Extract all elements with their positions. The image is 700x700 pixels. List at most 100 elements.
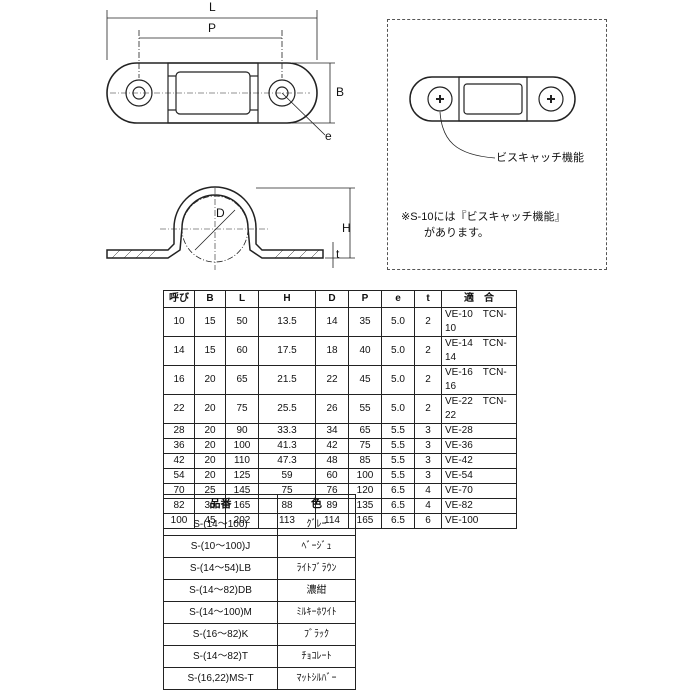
spec-cell: 14 xyxy=(315,307,349,337)
spec-cell: 25.5 xyxy=(258,394,316,424)
spec-cell: 35 xyxy=(348,307,382,337)
spec-cell: 75 xyxy=(225,394,259,424)
spec-cell: VE-14 TCN-14 xyxy=(441,336,517,366)
spec-cell: 5.5 xyxy=(381,423,415,439)
spec-cell: 3 xyxy=(414,423,442,439)
spec-cell: VE-42 xyxy=(441,453,517,469)
col-header-B: B xyxy=(194,290,226,308)
color-name-cell: ﾏｯﾄｼﾙﾊﾞｰ xyxy=(277,667,356,690)
spec-cell: 20 xyxy=(194,468,226,484)
spec-cell: 3 xyxy=(414,453,442,469)
spec-cell: 14 xyxy=(163,336,195,366)
spec-cell: 125 xyxy=(225,468,259,484)
spec-cell: 2 xyxy=(414,365,442,395)
spec-cell: 5.0 xyxy=(381,365,415,395)
spec-cell: 42 xyxy=(163,453,195,469)
spec-cell: 54 xyxy=(163,468,195,484)
spec-cell: 100 xyxy=(348,468,382,484)
spec-cell: 17.5 xyxy=(258,336,316,366)
dim-label-D: D xyxy=(216,206,225,220)
spec-cell: 15 xyxy=(194,307,226,337)
spec-cell: 60 xyxy=(315,468,349,484)
spec-cell: 2 xyxy=(414,394,442,424)
spec-cell: 2 xyxy=(414,336,442,366)
part-number-cell: S-(10～100)J xyxy=(163,535,278,558)
spec-cell: 5.5 xyxy=(381,453,415,469)
spec-cell: 21.5 xyxy=(258,365,316,395)
spec-cell: 60 xyxy=(225,336,259,366)
part-number-cell: S-(14～82)DB xyxy=(163,579,278,602)
color-name-cell: ﾍﾞｰｼﾞｭ xyxy=(277,535,356,558)
dim-label-e: e xyxy=(325,129,332,143)
spec-cell: 13.5 xyxy=(258,307,316,337)
spec-cell: 20 xyxy=(194,438,226,454)
spec-cell: 5.5 xyxy=(381,438,415,454)
col-header-H: H xyxy=(258,290,316,308)
col-header-compat: 適 合 xyxy=(441,290,517,308)
note-line-1: ※S-10には『ビスキャッチ機能』 xyxy=(401,211,566,223)
spec-cell: VE-22 TCN-22 xyxy=(441,394,517,424)
color-row: S-(14～100)ｸﾞﾚｰ xyxy=(163,513,356,536)
spec-cell: 18 xyxy=(315,336,349,366)
spec-cell: VE-16 TCN-16 xyxy=(441,365,517,395)
spec-cell: 3 xyxy=(414,468,442,484)
spec-cell: 90 xyxy=(225,423,259,439)
part-number-cell: S-(16～82)K xyxy=(163,623,278,646)
spec-cell: 65 xyxy=(225,365,259,395)
col-header-part-no: 品番 xyxy=(163,494,278,514)
top-view xyxy=(106,10,335,136)
spec-cell: 5.0 xyxy=(381,394,415,424)
col-header-t: t xyxy=(414,290,442,308)
note-frame xyxy=(387,19,607,270)
spec-cell: VE-10 TCN-10 xyxy=(441,307,517,337)
dim-label-B: B xyxy=(336,85,345,99)
spec-cell: 4 xyxy=(414,498,442,514)
color-name-cell: ｸﾞﾚｰ xyxy=(277,513,356,536)
spec-cell: 20 xyxy=(194,365,226,395)
color-name-cell: ﾁｮｺﾚｰﾄ xyxy=(277,645,356,668)
spec-cell: 20 xyxy=(194,453,226,469)
spec-cell: 6.5 xyxy=(381,498,415,514)
technical-drawing xyxy=(106,10,576,270)
col-header-e: e xyxy=(381,290,415,308)
part-number-cell: S-(14～100) xyxy=(163,513,278,536)
spec-cell: 100 xyxy=(225,438,259,454)
spec-cell: 45 xyxy=(348,365,382,395)
spec-cell: 20 xyxy=(194,423,226,439)
spec-cell: 4 xyxy=(414,483,442,499)
spec-cell: 2 xyxy=(414,307,442,337)
spec-cell: 20 xyxy=(194,394,226,424)
spec-cell: 16 xyxy=(163,365,195,395)
spec-cell: 55 xyxy=(348,394,382,424)
spec-cell: 22 xyxy=(315,365,349,395)
spec-cell: 22 xyxy=(163,394,195,424)
spec-cell: 15 xyxy=(194,336,226,366)
spec-cell: 36 xyxy=(163,438,195,454)
dim-label-t: t xyxy=(336,247,340,261)
spec-cell: VE-36 xyxy=(441,438,517,454)
spec-cell: VE-100 xyxy=(441,513,517,529)
spec-cell: 26 xyxy=(315,394,349,424)
spec-cell: 5.0 xyxy=(381,307,415,337)
part-number-cell: S-(14～54)LB xyxy=(163,557,278,580)
spec-cell: 6.5 xyxy=(381,483,415,499)
part-number-cell: S-(14～82)T xyxy=(163,645,278,668)
spec-cell: 3 xyxy=(414,438,442,454)
spec-cell: 41.3 xyxy=(258,438,316,454)
col-header-L: L xyxy=(225,290,259,308)
dim-label-H: H xyxy=(342,221,351,235)
